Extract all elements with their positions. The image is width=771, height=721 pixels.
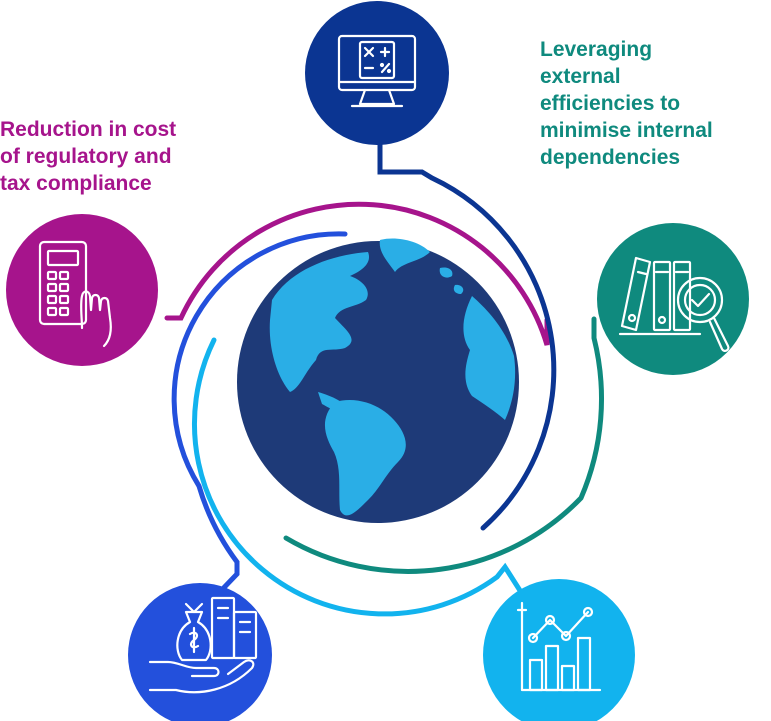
ring-arc-navy [377,117,557,531]
label-line: Reduction in cost [0,118,177,141]
label-line: of regulatory and [0,145,172,168]
bar-line-chart-icon [516,601,602,692]
connector-rings [164,117,605,617]
globe-landmasses [269,238,516,516]
node-top-circle [305,1,449,145]
ring-arc-teal [283,316,605,574]
ring-arc-cyan [191,337,529,617]
ring-arc-blue [171,231,348,601]
calculator-hand-icon [38,240,112,348]
label-line: tax compliance [0,172,152,195]
label-external-efficiencies: Leveraging external efficiencies to mini… [540,36,713,171]
globe [237,238,519,523]
label-cost-reduction: Reduction in cost of regulatory and tax … [0,116,176,197]
money-bag-hand-icon [148,596,258,694]
label-line: external [540,65,621,88]
binders-magnifier-icon [618,256,730,352]
label-line: efficiencies to [540,92,681,115]
node-right [597,223,749,375]
label-line: dependencies [540,146,681,169]
node-bottom-right [483,579,635,721]
label-line: minimise internal [540,119,713,142]
node-bottom-left [128,583,272,721]
label-line: Leveraging [540,38,653,61]
node-top [305,1,449,145]
ring-arc-purple [164,201,550,346]
computer-calculator-icon [337,34,417,108]
node-left [6,214,158,366]
node-left-circle [6,214,158,366]
node-bottom-left-circle [128,583,272,721]
